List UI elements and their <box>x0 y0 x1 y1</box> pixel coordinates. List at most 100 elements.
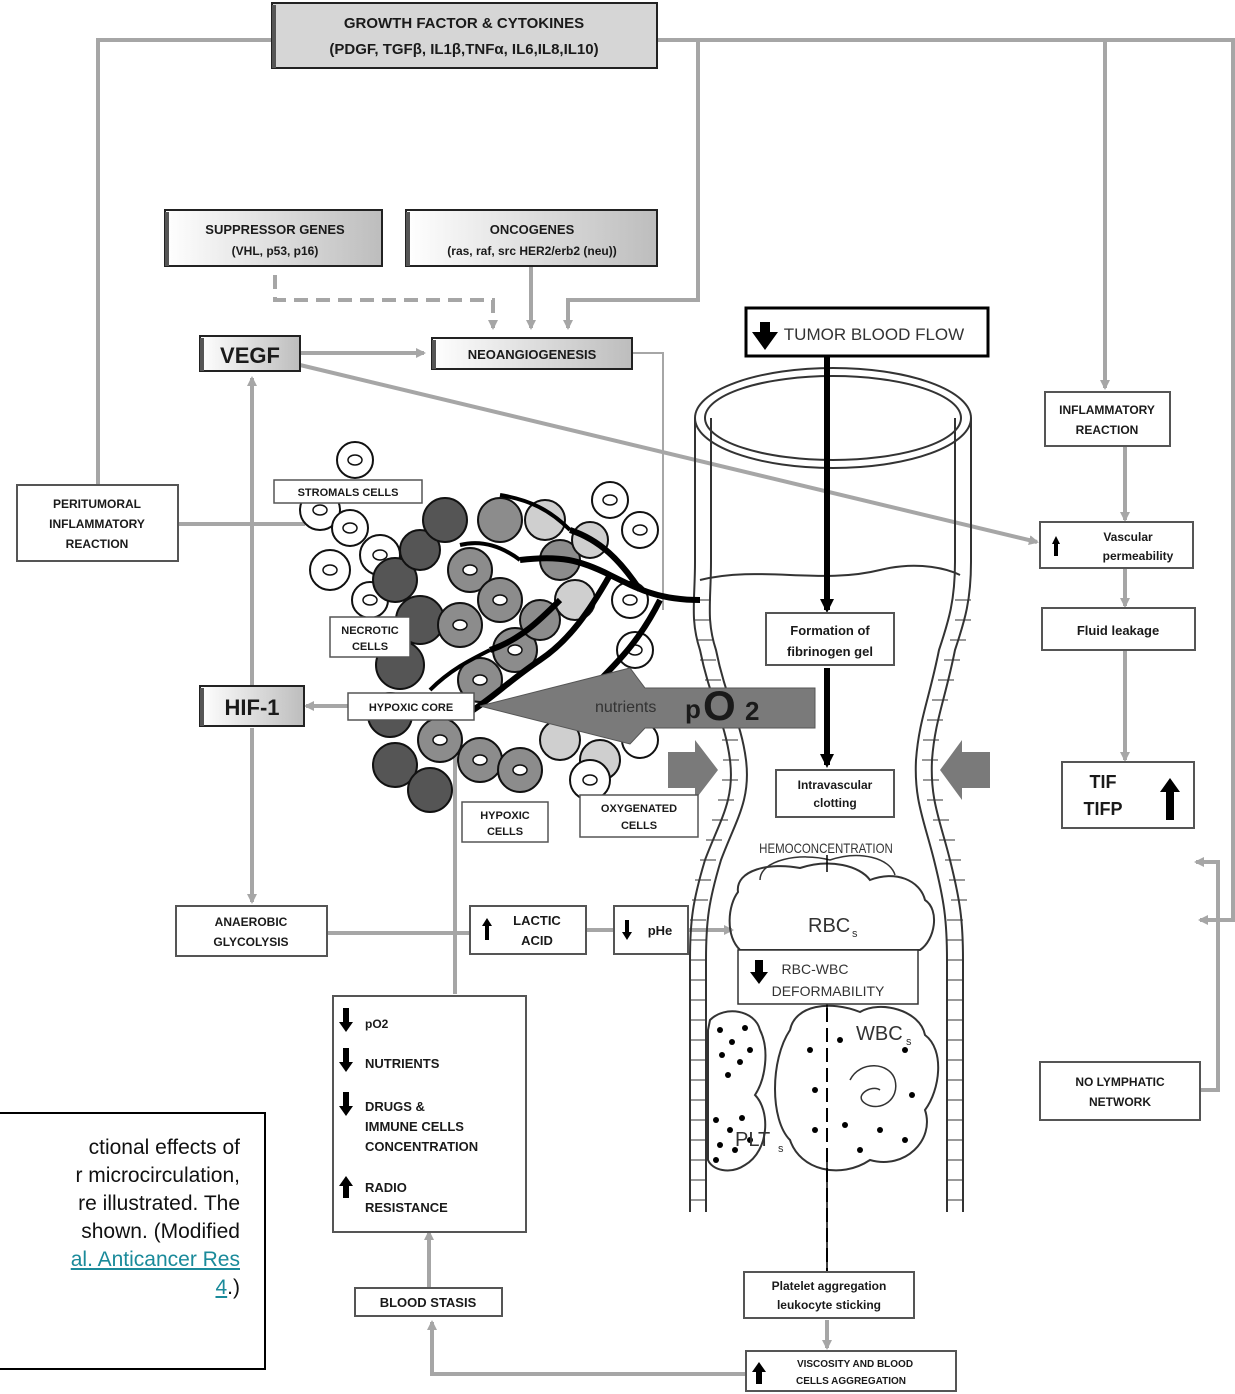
inflammatory-reaction-box: INFLAMMATORY REACTION <box>1044 391 1171 447</box>
tifp-label: TIFP <box>1084 799 1123 819</box>
left-pressure-arrow <box>668 740 718 800</box>
growth-to-peritumoral-line <box>96 38 272 484</box>
oncogenes-box: ONCOGENES (ras, raf, src HER2/erb2 (neu)… <box>405 209 658 267</box>
formation-line1: Formation of <box>790 623 870 638</box>
fibrinogen-gel-box: Formation of fibrinogen gel <box>765 612 895 666</box>
suppressor-list: (VHL, p53, p16) <box>232 244 319 258</box>
up-arrow-icon <box>1160 778 1180 820</box>
tumor-blood-flow-label: TUMOR BLOOD FLOW <box>784 325 964 344</box>
inflammatory-line2: REACTION <box>1076 423 1139 437</box>
hypoxic-cells-line1: HYPOXIC <box>480 810 530 822</box>
caption-line-1: ctional effects of <box>88 1136 240 1159</box>
down-arrow-icon <box>622 920 632 940</box>
inflammatory-line1: INFLAMMATORY <box>1059 403 1155 417</box>
suppressor-title: SUPPRESSOR GENES <box>205 222 345 237</box>
plts-subscript: s <box>778 1143 784 1155</box>
tumor-cells <box>299 441 701 813</box>
right-pressure-arrow <box>940 740 990 800</box>
intravascular-line2: clotting <box>813 796 856 810</box>
vascular-permeability-box: Vascular permeability <box>1039 521 1194 569</box>
nutrients-label: nutrients <box>595 699 656 716</box>
tumor-blood-flow-box: TUMOR BLOOD FLOW <box>744 306 990 358</box>
effects-po2-label: pO2 <box>365 1017 389 1031</box>
tif-tifp-box: TIF TIFP <box>1061 761 1195 829</box>
down-arrow-icon <box>339 1008 353 1032</box>
phe-box: pHe <box>613 905 689 955</box>
po2-o-label: O <box>703 682 736 729</box>
vegf-to-permeability-line <box>299 363 1039 545</box>
oncogenes-list: (ras, raf, src HER2/erb2 (neu)) <box>447 244 616 258</box>
deform-line1: RBC-WBC <box>782 961 849 977</box>
no-lymphatic-line2: NETWORK <box>1089 1095 1151 1109</box>
lymphatic-to-tif-line <box>1194 857 1220 1092</box>
lactic-acid-box: LACTIC ACID <box>469 905 587 955</box>
up-arrow-icon <box>482 918 492 940</box>
oxygenated-line1: OXYGENATED <box>601 803 677 815</box>
hypoxic-cells-label-box: HYPOXIC CELLS <box>461 801 549 843</box>
viscosity-line1: VISCOSITY AND BLOOD <box>797 1359 913 1370</box>
blood-stasis-label: BLOOD STASIS <box>380 1295 477 1310</box>
peritumoral-line1: PERITUMORAL <box>53 497 141 511</box>
effects-drugs-line1: DRUGS & <box>365 1099 425 1114</box>
suppressor-genes-box: SUPPRESSOR GENES (VHL, p53, p16) <box>164 209 383 267</box>
down-arrow-icon <box>339 1048 353 1072</box>
vegf-box: VEGF <box>199 335 301 372</box>
effects-drugs-line3: CONCENTRATION <box>365 1139 478 1154</box>
necrotic-line2: CELLS <box>352 641 388 653</box>
effects-drugs-line2: IMMUNE CELLS <box>365 1119 464 1134</box>
down-arrow-icon <box>750 960 768 984</box>
po2-2-label: 2 <box>745 696 759 726</box>
vegf-label: VEGF <box>220 343 280 368</box>
peritumoral-line2: INFLAMMATORY <box>49 517 145 531</box>
blood-stasis-box: BLOOD STASIS <box>354 1287 503 1317</box>
hif1-box: HIF-1 <box>199 685 305 727</box>
hypoxic-core-box: HYPOXIC CORE <box>347 692 475 721</box>
wbcs-subscript: s <box>906 1036 912 1048</box>
stromal-cells-label-box: STROMALS CELLS <box>273 479 423 504</box>
vascular-line2: permeability <box>1103 549 1174 563</box>
anaerobic-line2: GLYCOLYSIS <box>213 935 288 949</box>
viscosity-box: VISCOSITY AND BLOOD CELLS AGGREGATION <box>745 1350 957 1392</box>
hemoconcentration-label: HEMOCONCENTRATION <box>759 840 893 856</box>
hypoxic-cells-line2: CELLS <box>487 826 523 838</box>
stromal-cells-label: STROMALS CELLS <box>298 487 399 499</box>
growth-factor-box: GROWTH FACTOR & CYTOKINES (PDGF, TGFβ, I… <box>271 2 658 69</box>
platelet-line2: leukocyte sticking <box>777 1298 881 1312</box>
fluid-leakage-label: Fluid leakage <box>1077 623 1159 638</box>
cell-dots <box>713 1025 915 1163</box>
deformability-box: RBC-WBC DEFORMABILITY <box>737 949 919 1005</box>
up-arrow-icon <box>752 1362 766 1384</box>
platelet-line1: Platelet aggregation <box>772 1279 887 1293</box>
caption-reference-link-2[interactable]: 4 <box>215 1276 228 1299</box>
caption-line-4: shown. (Modified <box>81 1220 240 1243</box>
intravascular-line1: Intravascular <box>798 778 873 792</box>
growth-title: GROWTH FACTOR & CYTOKINES <box>344 15 584 32</box>
neoangiogenesis-to-tumor-line <box>632 352 664 610</box>
lactic-line2: ACID <box>521 933 553 948</box>
anaerobic-glycolysis-box: ANAEROBIC GLYCOLYSIS <box>175 905 328 957</box>
up-arrow-icon <box>1052 536 1060 556</box>
formation-line2: fibrinogen gel <box>787 644 873 659</box>
viscosity-line2: CELLS AGGREGATION <box>796 1376 906 1387</box>
intravascular-clotting-box: Intravascular clotting <box>775 769 895 818</box>
plts-label: PLT <box>735 1129 770 1151</box>
rbcs-subscript: s <box>852 928 858 940</box>
neoangiogenesis-label: NEOANGIOGENESIS <box>468 347 597 362</box>
oncogenes-title: ONCOGENES <box>490 222 575 237</box>
peritumoral-inflammatory-box: PERITUMORAL INFLAMMATORY REACTION <box>16 484 179 562</box>
platelet-aggregation-box: Platelet aggregation leukocyte sticking <box>743 1271 915 1319</box>
figure-caption-box: ctional effects of r microcirculation, r… <box>0 1112 266 1370</box>
tif-label: TIF <box>1090 772 1117 792</box>
growth-to-neoangiogenesis-line <box>563 40 700 330</box>
hypoxic-core-label: HYPOXIC CORE <box>369 702 453 714</box>
effects-radio-line1: RADIO <box>365 1180 407 1195</box>
no-lymphatic-line1: NO LYMPHATIC <box>1075 1075 1165 1089</box>
caption-reference-link[interactable]: al. Anticancer Res <box>70 1248 240 1271</box>
oxygenated-cells-label-box: OXYGENATED CELLS <box>579 794 699 838</box>
rbcs-label: RBC <box>808 915 850 937</box>
lactic-line1: LACTIC <box>513 913 561 928</box>
viscosity-to-stasis-line <box>427 1320 746 1376</box>
caption-line-6-end: .) <box>227 1276 240 1299</box>
neoangiogenesis-box: NEOANGIOGENESIS <box>431 337 633 370</box>
